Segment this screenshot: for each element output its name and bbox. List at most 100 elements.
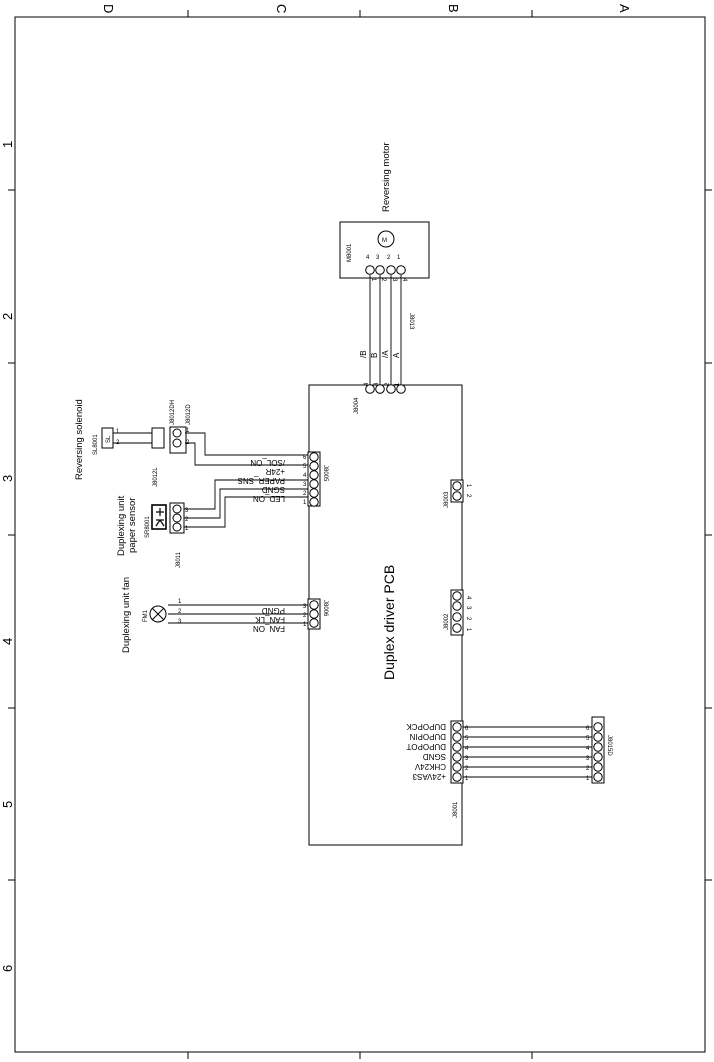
zone-letter-d: D xyxy=(101,4,116,13)
fan-ref: FM1 xyxy=(143,609,149,622)
j8015d-pin-2: 2 xyxy=(586,766,590,772)
j8012-pin-1: 1 xyxy=(186,428,190,434)
j8002-label: J8002 xyxy=(444,613,450,630)
signal-paper-sns: PAPER_SNS xyxy=(238,476,285,485)
j8005-pin-2: 2 xyxy=(303,491,307,497)
j8005-label: J8005 xyxy=(322,465,328,482)
sensor-ref: SR8001 xyxy=(145,516,151,538)
j8004-pin-3: 3 xyxy=(374,382,380,386)
j8001-pin-3: 3 xyxy=(465,756,469,762)
j8006-connector xyxy=(307,598,321,630)
j8001-pin-6: 6 xyxy=(465,726,469,732)
zone-letter-a: A xyxy=(617,4,632,13)
zone-number-6: 6 xyxy=(0,965,15,972)
j8002-pin-3: 3 xyxy=(465,606,471,610)
motor-wires xyxy=(369,275,402,385)
j8005-pin-3: 3 xyxy=(303,482,307,488)
j8002-pin-1: 1 xyxy=(465,628,471,632)
duplex-driver-pcb xyxy=(308,384,463,846)
j8012-connector xyxy=(151,426,187,454)
pcb-title: Duplex driver PCB xyxy=(381,565,397,680)
signal-fan-on: FAN_ON xyxy=(253,624,285,633)
sensor-title-line1: Duplexing unit xyxy=(116,495,127,556)
j8004-pin-1: 1 xyxy=(395,382,401,386)
j8012dh-label: J8012DH xyxy=(170,400,176,425)
sensor-wires xyxy=(184,479,312,528)
fan-pin-3: 3 xyxy=(178,619,182,625)
j8001-pin-5: 5 xyxy=(465,736,469,742)
zone-letter-c: C xyxy=(274,4,289,13)
j8001-connector xyxy=(450,720,464,784)
j8001-wires xyxy=(460,726,598,778)
zone-number-3: 3 xyxy=(0,475,15,482)
j8015d-pin-3: 3 xyxy=(586,756,590,762)
fan-wires xyxy=(168,604,310,624)
fan-icon xyxy=(149,605,167,623)
motor-symbol: M xyxy=(382,238,387,244)
motor-pin-1: 1 xyxy=(397,255,401,261)
signal-inv-b: /B xyxy=(359,350,368,358)
j8003-pin-2: 2 xyxy=(465,494,471,498)
signal-dupopin: DUPOPIN xyxy=(409,732,446,741)
zone-letter-b: B xyxy=(446,4,461,13)
signal-24vas3: +24VAS3 xyxy=(412,772,446,781)
j8013-pin-4: 4 xyxy=(401,278,407,282)
j8005-pin-4: 4 xyxy=(303,473,307,479)
j8001-pin-2: 2 xyxy=(465,766,469,772)
solenoid-block xyxy=(101,427,114,449)
zone-number-2: 2 xyxy=(0,313,15,320)
signal-24r: +24R xyxy=(265,467,285,476)
j8013-pin-3: 3 xyxy=(391,278,397,282)
j8015d-pin-5: 5 xyxy=(586,736,590,742)
j8011-label: J8011 xyxy=(176,551,182,568)
signal-sgnd-1: SGND xyxy=(262,485,285,494)
j8006-pin-2: 2 xyxy=(303,613,307,619)
solenoid-title: Reversing solenoid xyxy=(74,399,85,480)
j8006-pin-1: 1 xyxy=(303,622,307,628)
j8004-connector xyxy=(365,384,406,394)
row-ticks xyxy=(8,189,712,881)
j8004-pin-4: 4 xyxy=(364,382,370,386)
fan-title: Duplexing unit fan xyxy=(121,577,132,653)
j8012l-label: J8012L xyxy=(153,467,159,487)
column-ticks xyxy=(187,10,533,1059)
j8012d-label: J8012D xyxy=(186,404,192,425)
zone-number-4: 4 xyxy=(0,638,15,645)
signal-inv-a: /A xyxy=(381,350,390,358)
signal-sol-on: /SOL_ON xyxy=(250,458,285,467)
j8001-pin-4: 4 xyxy=(465,746,469,752)
j8005-pin-6: 6 xyxy=(303,455,307,461)
motor-pin-4: 4 xyxy=(366,255,370,261)
sensor-title-line2: paper sensor xyxy=(127,498,138,553)
j8013-label: J8013 xyxy=(408,313,414,330)
motor-pin-3: 3 xyxy=(376,255,380,261)
fan-pin-1: 1 xyxy=(178,599,182,605)
j8001-label: J8001 xyxy=(453,801,459,818)
solenoid-wires xyxy=(185,432,312,466)
j8005-pin-5: 5 xyxy=(303,464,307,470)
motor-symbol-icon xyxy=(377,230,395,248)
j8006-pin-3: 3 xyxy=(303,604,307,610)
j8015d-pin-1: 1 xyxy=(586,776,590,782)
j8015d-pin-6: 6 xyxy=(586,726,590,732)
j8001-pin-1: 1 xyxy=(465,776,469,782)
fan-pin-2: 2 xyxy=(178,609,182,615)
photo-interrupter-icon xyxy=(151,504,167,530)
j8003-label: J8003 xyxy=(444,491,450,508)
j8003-pin-1: 1 xyxy=(465,484,471,488)
solenoid-ref: SL8001 xyxy=(93,434,99,455)
j8015d-pin-4: 4 xyxy=(586,746,590,752)
j8011-pin-2: 2 xyxy=(185,517,189,523)
j8011-pin-3: 3 xyxy=(185,508,189,514)
motor-ref: M8001 xyxy=(347,243,353,262)
signal-fan-lk: FAN_LK xyxy=(255,615,285,624)
signal-pgnd: PGND xyxy=(262,606,285,615)
j8002-pin-4: 4 xyxy=(465,596,471,600)
j8011-pin-1: 1 xyxy=(185,526,189,532)
zone-number-5: 5 xyxy=(0,801,15,808)
solenoid-symbol: SL xyxy=(106,435,112,443)
motor-pins xyxy=(365,265,406,275)
signal-b: B xyxy=(370,353,379,358)
j8006-label: J8006 xyxy=(322,600,328,617)
